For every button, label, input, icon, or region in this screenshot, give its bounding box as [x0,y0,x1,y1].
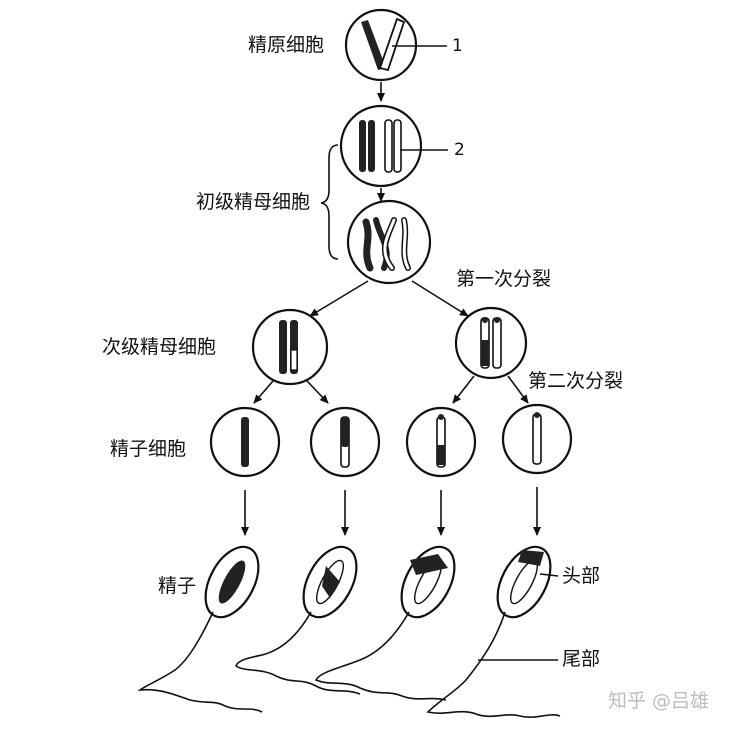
label-tail: 尾部 [562,648,601,670]
label-marker-2: 2 [454,140,465,160]
spermatid-cell-2 [309,406,381,478]
watermark: 知乎 @吕雄 [608,690,710,712]
secondary-spermatocyte-cell-right [454,306,528,380]
spermatid-cell-3 [405,406,477,478]
label-spermatid: 精子细胞 [110,438,187,460]
spermatogonium-cell [344,8,418,82]
label-secondary-spermatocyte: 次级精母细胞 [102,336,217,358]
secondary-spermatocyte-cell-left [251,308,329,386]
label-head: 头部 [562,565,601,587]
sperm-1 [137,545,263,713]
arrow-to-secondary-left [309,280,369,317]
arrow-to-spermatid-3 [452,375,475,404]
arrow-to-spermatid-1 [253,380,274,404]
primary-spermatocyte-cell-1 [339,104,423,188]
spermatid-cell-1 [209,406,281,478]
label-marker-1: 1 [452,36,463,56]
arrow-to-spermatid-2 [306,380,329,404]
sperm-4 [426,545,561,718]
arrow-to-secondary-right [411,280,469,317]
label-second-division: 第二次分裂 [528,370,624,392]
label-sperm: 精子 [158,575,197,597]
label-first-division: 第一次分裂 [456,268,552,290]
primary-spermatocyte-brace [320,144,339,260]
head-pointer-line [539,573,559,577]
sperm-3 [314,545,456,701]
spermatid-cell-4 [501,403,573,475]
arrow-to-spermatid-4 [507,375,529,404]
label-primary-spermatocyte: 初级精母细胞 [196,191,311,213]
sperm-2 [235,545,361,695]
primary-spermatocyte-cell-2 [346,199,432,285]
label-spermatogonium: 精原细胞 [248,34,325,56]
